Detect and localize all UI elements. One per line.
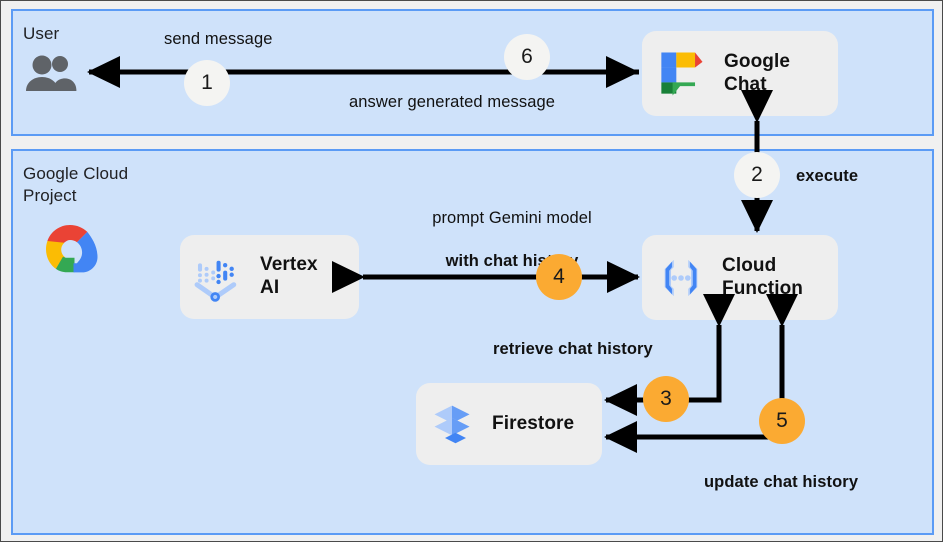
step-badge-5: 5 [759,398,805,444]
step-badge-6: 6 [504,34,550,80]
card-vertex-ai[interactable]: Vertex AI [180,235,359,319]
cloud-function-logo [652,249,710,307]
flow-label-prompt-gemini: prompt Gemini model with chat history [412,187,612,273]
step-badge-4: 4 [536,254,582,300]
flow-label-execute: execute [796,167,859,185]
flow-label-answer-generated: answer generated message [349,93,556,111]
flow-label-send-message: send message [164,30,273,48]
vertex-ai-logo [188,248,246,306]
card-firestore[interactable]: Firestore [416,383,602,465]
step-badge-3: 3 [643,376,689,422]
firestore-logo [424,396,480,452]
flow-label-update-chat-history: update chat history [704,473,859,491]
people-icon [23,53,79,93]
step-badge-2: 2 [734,152,780,198]
card-cloud-function-label: Cloud Function [722,254,804,299]
step-badge-1: 1 [184,60,230,106]
card-vertex-ai-label: Vertex AI [260,254,318,298]
card-google-chat-label: Google Chat [724,50,791,95]
google-chat-logo [652,45,710,103]
panel-user-title: User [23,24,60,43]
card-cloud-function[interactable]: Cloud Function [642,235,838,320]
flow-label-prompt-line1: prompt Gemini model [432,209,592,228]
flow-label-retrieve-chat-history: retrieve chat history [493,340,653,358]
google-cloud-logo [36,219,104,279]
card-firestore-label: Firestore [492,412,575,434]
panel-gcp-title: Google Cloud Project [23,164,129,205]
card-google-chat[interactable]: Google Chat [642,31,838,116]
